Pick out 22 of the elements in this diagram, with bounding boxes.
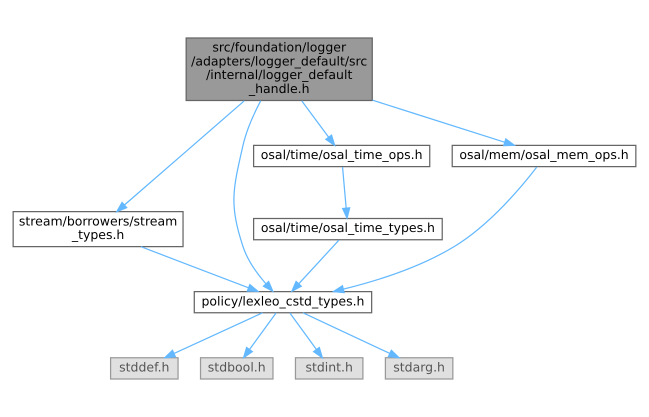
node-box: src/foundation/logger/adapters/logger_default/src/internal/logger_default_handle.h xyxy=(186,37,373,102)
arrow xyxy=(233,100,274,293)
node-box: stdint.h xyxy=(294,357,364,380)
node-box: osal/mem/osal_mem_ops.h xyxy=(452,144,636,168)
arrow xyxy=(242,312,277,360)
node-box: stddef.h xyxy=(110,357,179,380)
node-box: stdbool.h xyxy=(200,357,274,380)
node-box: osal/time/osal_time_types.h xyxy=(253,218,443,240)
node-box: osal/time/osal_time_ops.h xyxy=(253,144,430,168)
node-box: stream/borrowers/stream_types.h xyxy=(12,211,184,248)
arrow xyxy=(140,246,260,292)
arrow xyxy=(342,167,350,220)
node-box: policy/lexleo_cstd_types.h xyxy=(194,290,372,314)
arrow xyxy=(302,312,401,358)
arrow xyxy=(290,240,340,293)
arrow xyxy=(372,100,516,146)
arrow xyxy=(301,100,336,147)
node-box: stdarg.h xyxy=(384,357,454,380)
arrow xyxy=(332,166,538,294)
arrow xyxy=(289,312,324,360)
arrow xyxy=(163,312,263,358)
arrow xyxy=(115,100,245,213)
